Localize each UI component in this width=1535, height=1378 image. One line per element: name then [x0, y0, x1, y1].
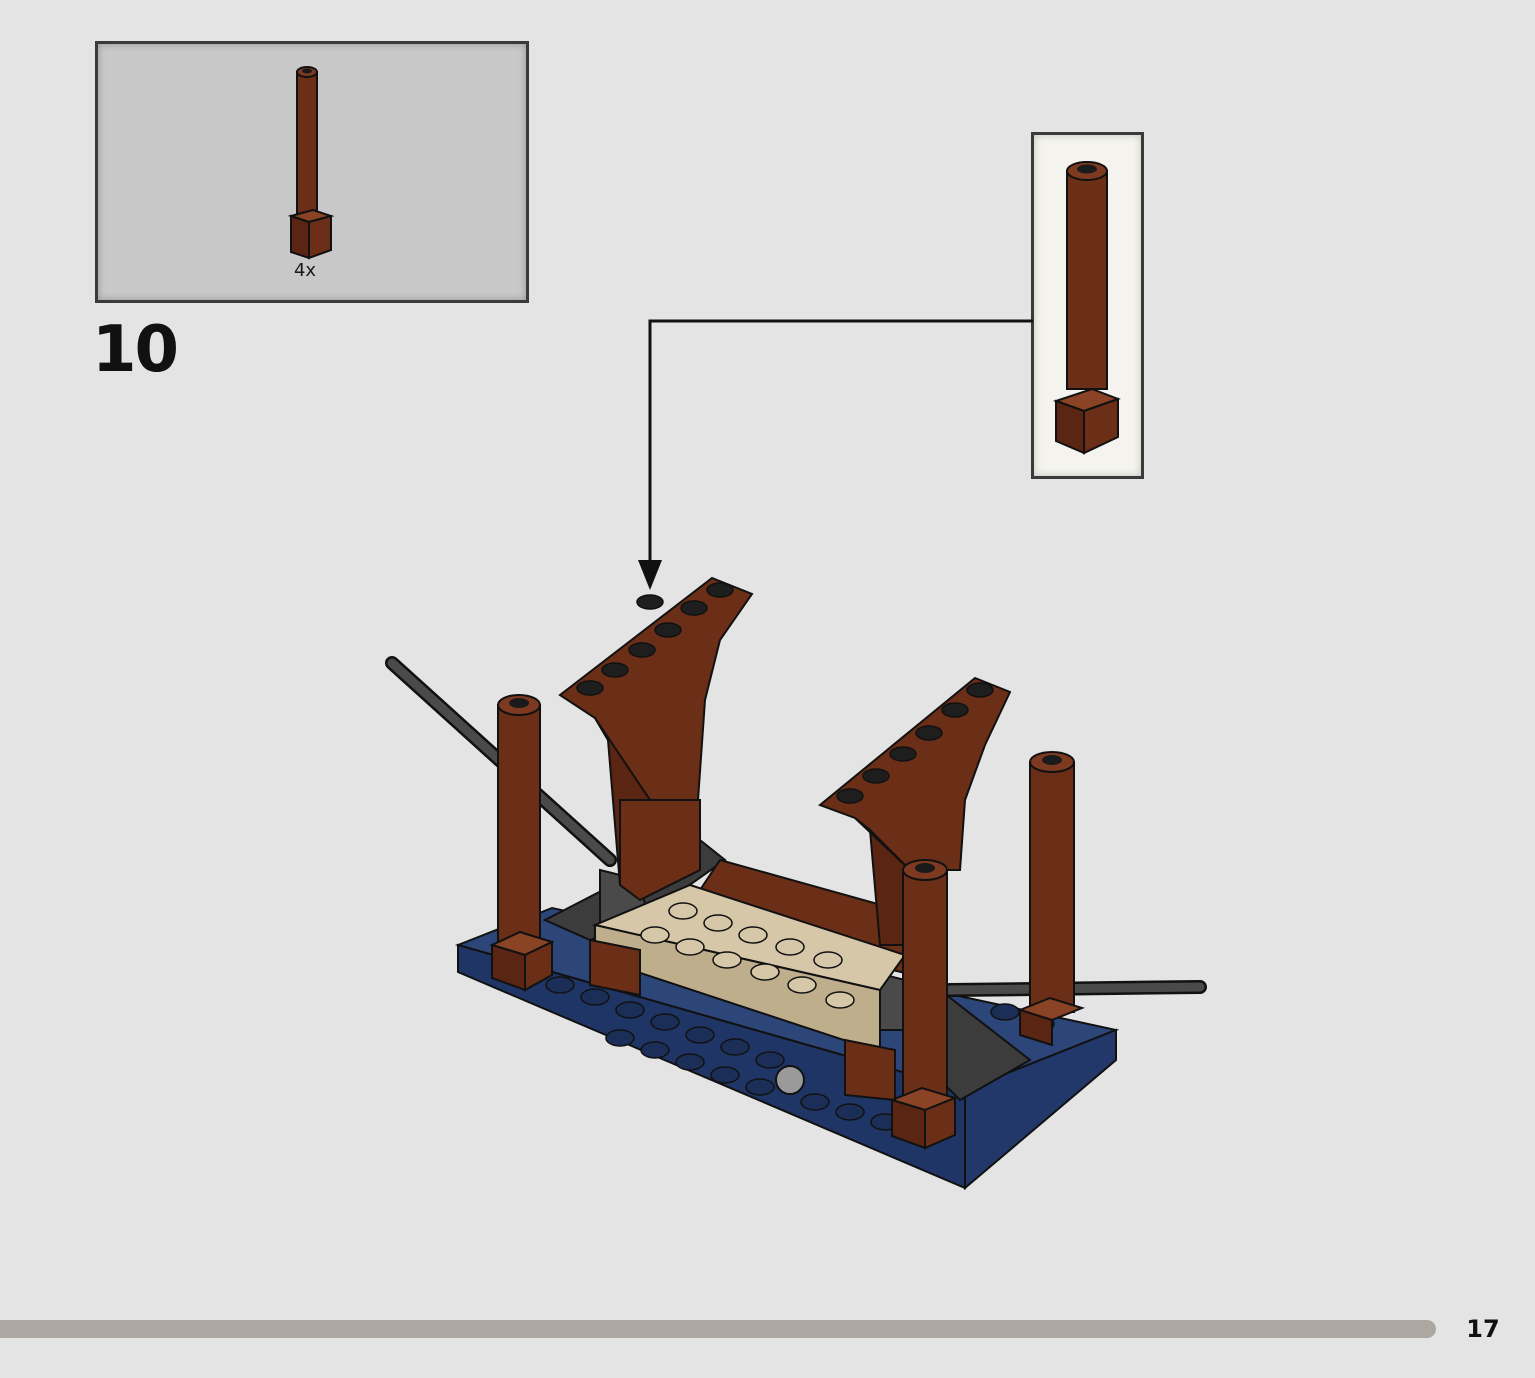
assembly-illustration: [385, 319, 1207, 1191]
part-quantity-label: 4x: [293, 260, 317, 281]
round-column-detail-icon: [1052, 161, 1121, 455]
page-number: 17: [1466, 1315, 1500, 1343]
step-number: 10: [92, 313, 179, 387]
parts-callout: 4x: [95, 41, 529, 303]
sub-assembly-callout: [1031, 132, 1144, 479]
round-brick-column-part-icon: [287, 66, 335, 260]
brown-arch-left: [558, 576, 754, 902]
brown-round-columns: [489, 694, 1085, 1150]
brown-arch-right: [818, 676, 1012, 946]
placement-arrow-icon: [638, 319, 1033, 590]
tan-plate: [591, 883, 907, 1054]
instruction-progress-bar: [0, 1320, 1436, 1338]
